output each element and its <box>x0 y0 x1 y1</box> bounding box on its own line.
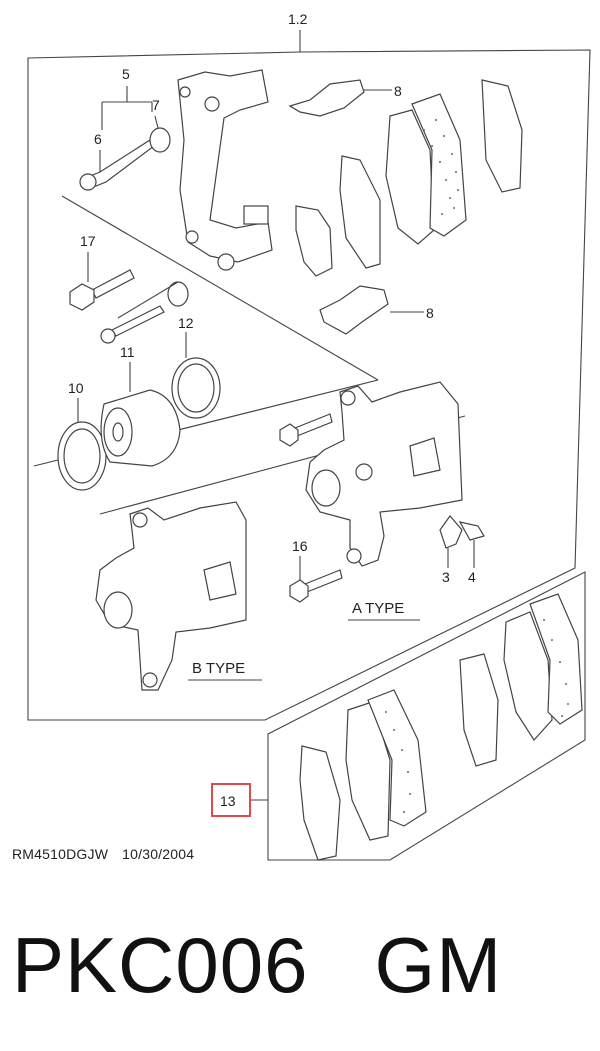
callout-12: 12 <box>178 315 194 331</box>
callout-10: 10 <box>68 380 84 396</box>
brake-pad-kit <box>299 593 583 861</box>
callout-7: 7 <box>152 97 160 113</box>
guide-pin-lower <box>100 253 235 344</box>
bolt-16 <box>289 569 343 603</box>
callout-8-upper: 8 <box>394 83 402 99</box>
dust-boot <box>171 357 221 419</box>
guide-pin-upper <box>79 96 220 191</box>
part-number-title: PKC006 GM <box>12 920 502 1010</box>
doc-code-text: RM4510DGJW <box>12 846 109 862</box>
carrier-bolt <box>69 269 135 311</box>
pad-kit-frame <box>267 571 586 861</box>
bolt-a-type <box>279 413 333 447</box>
callout-13: 13 <box>220 793 236 809</box>
callout-8-lower: 8 <box>426 305 434 321</box>
document-code: RM4510DGJW 10/30/2004 <box>12 846 208 862</box>
callout-13-highlight-box <box>211 783 251 817</box>
callout-17: 17 <box>80 233 96 249</box>
bleeder-screw <box>439 515 485 549</box>
guide-line <box>61 195 379 381</box>
callout-16: 16 <box>292 538 308 554</box>
callout-5: 5 <box>122 66 130 82</box>
brake-pad-set-upper <box>295 79 523 277</box>
guide-pin-axis <box>117 281 179 319</box>
caliper-piston <box>100 389 181 467</box>
part-number: PKC006 <box>12 921 309 1009</box>
callout-3: 3 <box>442 569 450 585</box>
caliper-housing-a-type <box>305 381 463 567</box>
brand-name: GM <box>374 921 503 1009</box>
caliper-carrier-bracket <box>177 69 273 263</box>
pad-clip-upper <box>288 79 365 117</box>
callout-6: 6 <box>94 131 102 147</box>
pad-clip-lower <box>319 285 389 335</box>
caliper-housing-b-type <box>95 501 247 691</box>
a-type-label: A TYPE <box>352 600 404 617</box>
callout-4: 4 <box>468 569 476 585</box>
b-type-label: B TYPE <box>192 660 245 677</box>
leader-7 <box>154 115 159 129</box>
piston-seal <box>57 421 107 491</box>
doc-date-text: 10/30/2004 <box>122 846 195 862</box>
callout-11: 11 <box>120 344 135 360</box>
callout-assembly: 1.2 <box>288 11 308 27</box>
exploded-parts-diagram: 1.2 5 6 7 17 8 <box>27 11 591 861</box>
